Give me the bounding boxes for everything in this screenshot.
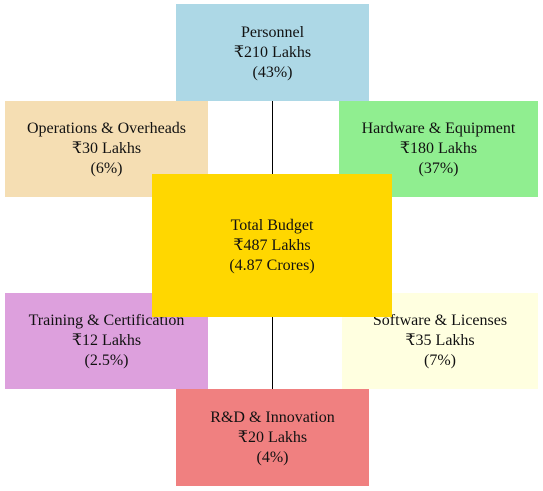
node-software-amount: ₹35 Lakhs — [405, 332, 475, 349]
node-hardware-percent: (37%) — [418, 160, 459, 177]
node-rnd-amount: ₹20 Lakhs — [237, 428, 308, 446]
node-operations-title: Operations & Overheads — [26, 120, 187, 137]
node-hardware-title: Hardware & Equipment — [361, 120, 516, 137]
node-software-percent: (7%) — [424, 352, 456, 369]
node-total-budget-title: Total Budget — [230, 216, 314, 234]
connector-line-top — [272, 101, 273, 174]
node-operations-percent: (6%) — [90, 160, 123, 177]
node-software-title: Software & Licenses — [372, 312, 508, 329]
node-training-amount: ₹12 Lakhs — [71, 332, 142, 349]
node-personnel-percent: (43%) — [252, 63, 293, 81]
node-personnel: Personnel ₹210 Lakhs (43%) — [176, 4, 369, 101]
connector-line-bottom — [272, 317, 273, 389]
node-operations: Operations & Overheads ₹30 Lakhs (6%) — [5, 101, 208, 197]
node-total-budget-crores: (4.87 Crores) — [229, 256, 315, 274]
node-rnd: R&D & Innovation ₹20 Lakhs (4%) — [176, 389, 369, 486]
node-personnel-title: Personnel — [240, 23, 305, 41]
node-training-percent: (2.5%) — [84, 352, 129, 369]
node-training-title: Training & Certification — [28, 312, 185, 329]
node-total-budget-amount: ₹487 Lakhs — [233, 236, 311, 254]
node-total-budget: Total Budget ₹487 Lakhs (4.87 Crores) — [152, 174, 392, 317]
node-hardware-amount: ₹180 Lakhs — [399, 140, 478, 157]
node-rnd-percent: (4%) — [256, 448, 289, 466]
node-personnel-amount: ₹210 Lakhs — [233, 43, 312, 61]
node-rnd-title: R&D & Innovation — [210, 408, 335, 426]
node-operations-amount: ₹30 Lakhs — [71, 140, 142, 157]
